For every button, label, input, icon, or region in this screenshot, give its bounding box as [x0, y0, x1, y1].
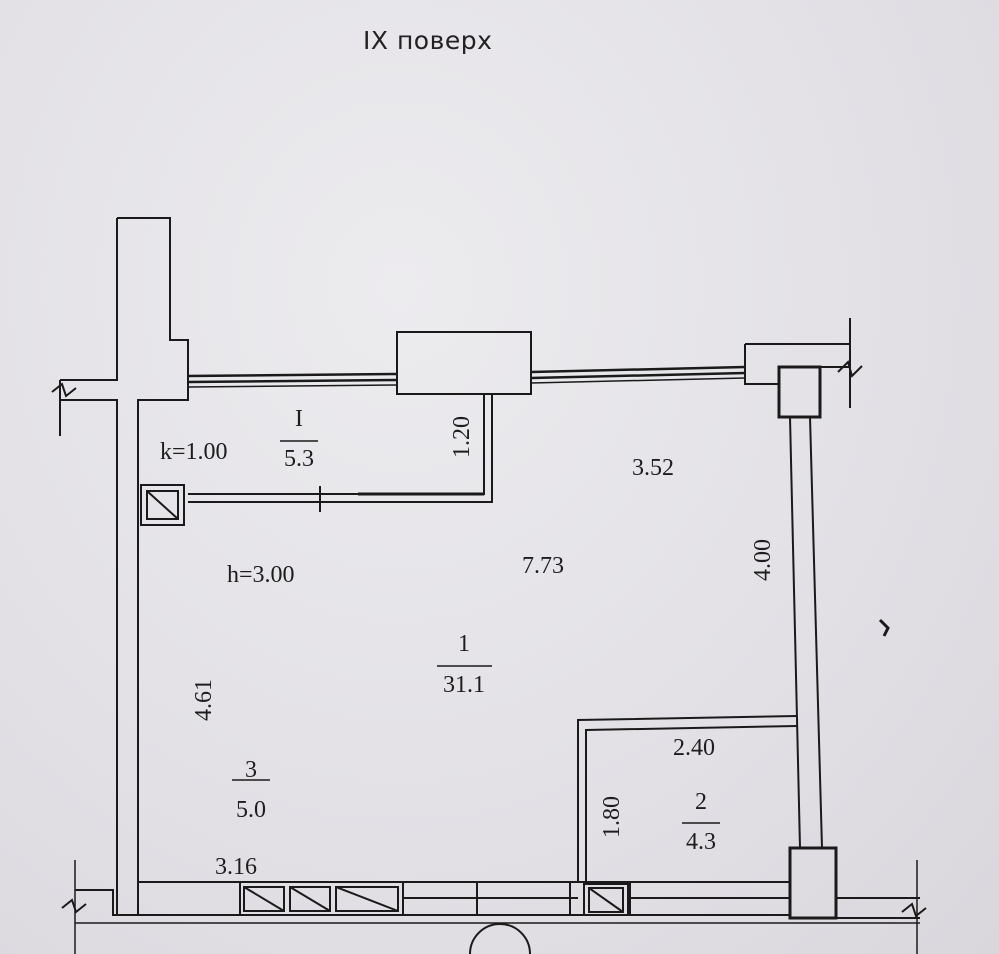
shafts-bottom: [239, 881, 629, 916]
room-1-number: 1: [458, 631, 470, 657]
dim-balcony-depth: 1.20: [449, 416, 475, 458]
dim-main-width: 7.73: [522, 553, 564, 579]
floor-title: IX поверх: [363, 26, 493, 55]
bottom-right-column: [788, 846, 838, 920]
top-right-column: [744, 318, 851, 419]
dim-left-height: 4.61: [191, 679, 217, 721]
shaft-left: [140, 484, 185, 526]
axis-marker: [469, 923, 531, 954]
dim-bath-height: 1.80: [599, 796, 625, 838]
room-2-area: 4.3: [686, 829, 716, 855]
right-wall: [789, 416, 823, 849]
room-1-area: 31.1: [443, 672, 485, 698]
balcony-partition: [188, 394, 493, 512]
room-3-area: 5.0: [236, 797, 266, 823]
stray-mark: [878, 618, 890, 637]
top-wall: [187, 365, 746, 388]
dim-bottom-left-width: 3.16: [215, 854, 257, 880]
bathroom-partition: [577, 715, 798, 883]
dim-top-right-width: 3.52: [632, 455, 674, 481]
dim-bath-width: 2.40: [673, 735, 715, 761]
room-I-number: I: [295, 406, 303, 432]
ceiling-height: h=3.00: [227, 562, 295, 588]
break-marks: [51, 360, 927, 918]
vent-box: [396, 331, 532, 395]
room-3-number: 3: [245, 757, 257, 783]
room-2-number: 2: [695, 789, 707, 815]
k-coefficient: k=1.00: [160, 439, 228, 465]
left-wall: [59, 217, 189, 916]
room-I-area: 5.3: [284, 446, 314, 472]
bottom-wall: [74, 860, 920, 954]
dim-right-height: 4.00: [750, 539, 776, 581]
